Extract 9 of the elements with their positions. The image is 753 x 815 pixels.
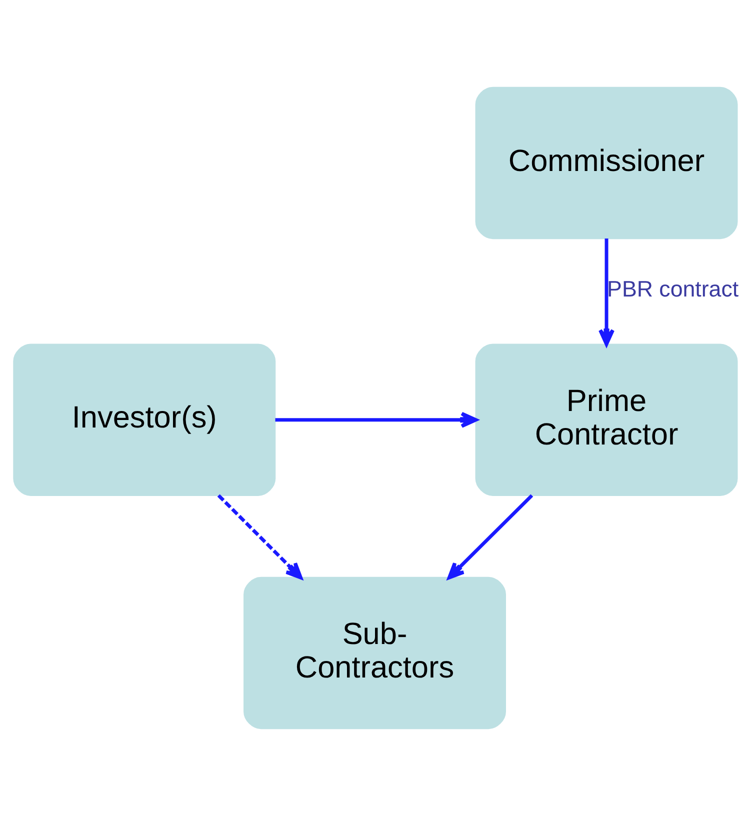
node-box: Sub- Contractors: [244, 576, 506, 729]
arrow: [447, 494, 534, 579]
edge-label: PBR contract: [607, 276, 739, 302]
arrow: [598, 238, 615, 346]
node-box: Commissioner: [475, 86, 738, 239]
arrow: [217, 494, 302, 579]
node-box: Investor(s): [13, 343, 276, 496]
node-box: Prime Contractor: [475, 343, 738, 496]
arrow: [275, 411, 478, 428]
